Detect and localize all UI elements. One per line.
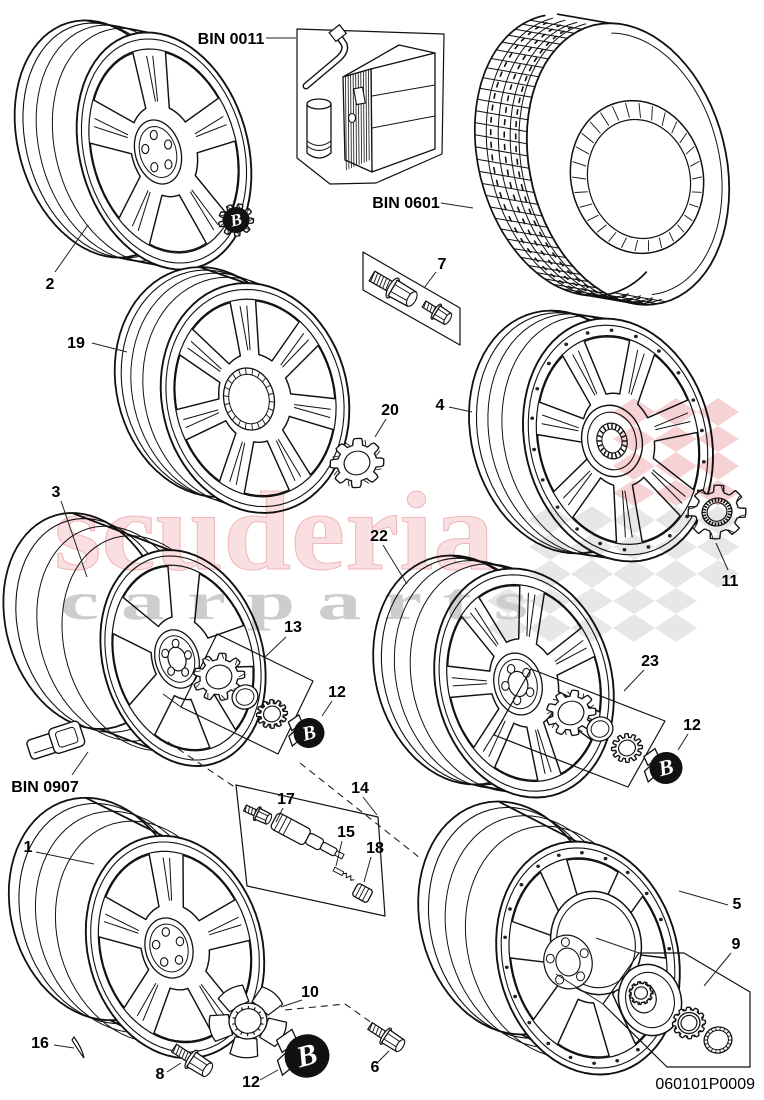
svg-text:9: 9 <box>732 936 741 953</box>
svg-text:20: 20 <box>381 402 399 419</box>
svg-text:BIN 0601: BIN 0601 <box>372 195 440 212</box>
svg-text:5: 5 <box>733 896 742 913</box>
svg-text:1: 1 <box>24 839 33 856</box>
svg-text:3: 3 <box>52 484 61 501</box>
svg-text:8: 8 <box>156 1066 165 1083</box>
svg-text:B: B <box>299 721 319 746</box>
svg-text:BIN 0907: BIN 0907 <box>11 779 79 796</box>
svg-text:scuderia: scuderia <box>54 470 494 594</box>
svg-text:14: 14 <box>351 780 369 797</box>
svg-text:23: 23 <box>641 653 659 670</box>
svg-text:15: 15 <box>337 824 355 841</box>
svg-text:4: 4 <box>436 397 445 414</box>
svg-text:18: 18 <box>366 840 384 857</box>
svg-text:16: 16 <box>31 1035 49 1052</box>
svg-text:2: 2 <box>46 276 55 293</box>
svg-text:12: 12 <box>242 1074 260 1091</box>
svg-text:19: 19 <box>67 335 85 352</box>
svg-text:22: 22 <box>370 528 388 545</box>
svg-text:10: 10 <box>301 984 319 1001</box>
svg-text:B: B <box>227 209 244 230</box>
svg-text:7: 7 <box>438 256 447 273</box>
svg-text:BIN 0011: BIN 0011 <box>198 31 265 48</box>
svg-text:c a r p a r t s: c a r p a r t s <box>60 573 528 631</box>
svg-text:B: B <box>654 753 676 781</box>
svg-text:12: 12 <box>683 717 701 734</box>
svg-text:6: 6 <box>371 1059 380 1076</box>
svg-text:12: 12 <box>328 684 346 701</box>
svg-text:17: 17 <box>277 791 295 808</box>
svg-text:060101P0009: 060101P0009 <box>655 1076 755 1093</box>
svg-text:13: 13 <box>284 619 302 636</box>
